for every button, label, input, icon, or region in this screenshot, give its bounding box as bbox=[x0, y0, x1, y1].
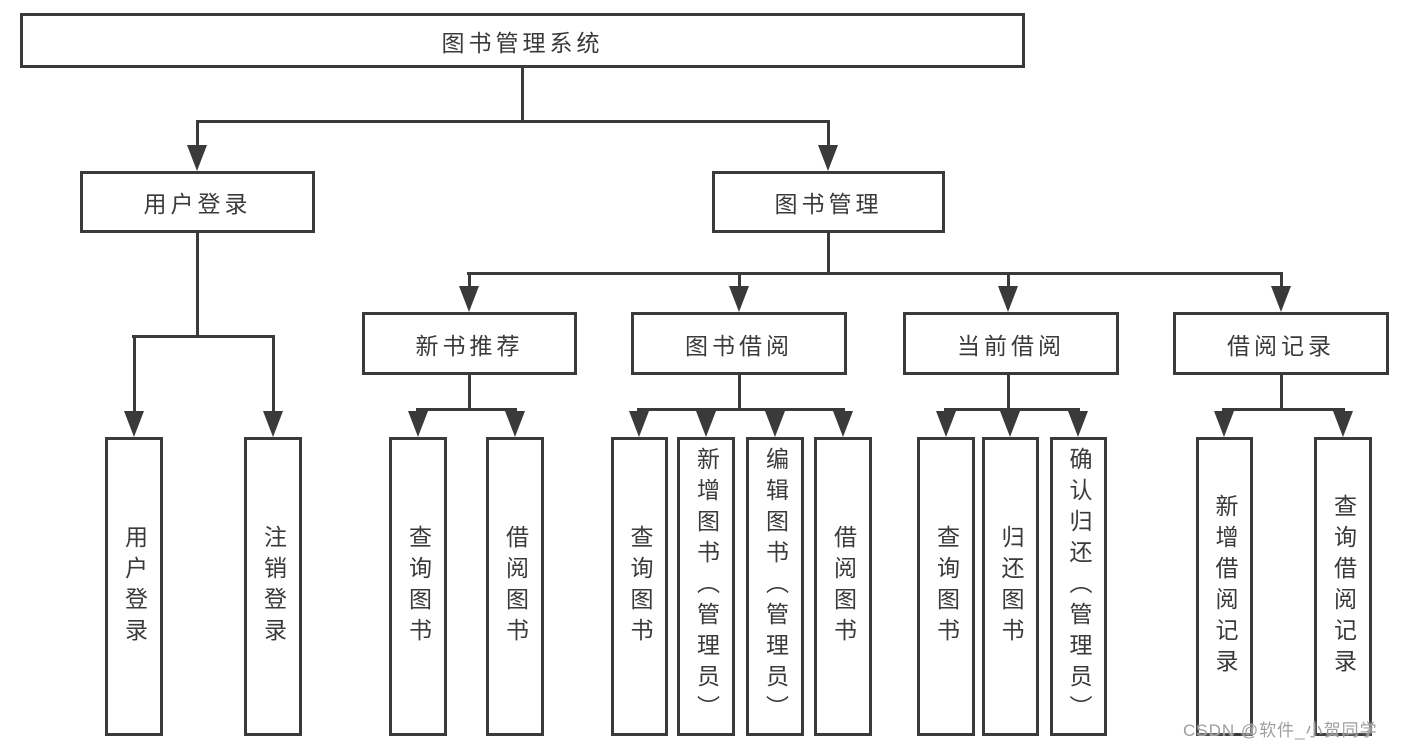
node-book-borrowing: 图书借阅 bbox=[631, 312, 847, 375]
node-user-login: 用户登录 bbox=[80, 171, 315, 233]
connector-line bbox=[416, 408, 517, 411]
connector-line bbox=[468, 272, 471, 288]
connector-line bbox=[133, 335, 136, 413]
arrowhead-down-icon bbox=[765, 411, 785, 437]
connector-line bbox=[738, 374, 741, 411]
connector-line bbox=[1280, 272, 1283, 288]
arrowhead-down-icon bbox=[1333, 411, 1353, 437]
leaf-add-book-admin: 新增图书（管理员） bbox=[677, 437, 735, 736]
arrowhead-down-icon bbox=[936, 411, 956, 437]
connector-line bbox=[637, 408, 845, 411]
arrowhead-down-icon bbox=[1000, 411, 1020, 437]
leaf-query-books-3: 查询图书 bbox=[917, 437, 975, 736]
connector-line bbox=[738, 272, 741, 288]
connector-line bbox=[1007, 272, 1010, 288]
arrowhead-down-icon bbox=[696, 411, 716, 437]
leaf-return-book: 归还图书 bbox=[982, 437, 1039, 736]
arrowhead-down-icon bbox=[833, 411, 853, 437]
leaf-edit-book-admin: 编辑图书（管理员） bbox=[746, 437, 804, 736]
node-book-management: 图书管理 bbox=[712, 171, 945, 233]
leaf-borrow-books-2: 借阅图书 bbox=[814, 437, 872, 736]
leaf-add-borrow-record: 新增借阅记录 bbox=[1196, 437, 1253, 736]
connector-line bbox=[196, 233, 199, 338]
node-borrowing-records: 借阅记录 bbox=[1173, 312, 1389, 375]
connector-line bbox=[468, 374, 471, 411]
node-current-borrowing: 当前借阅 bbox=[903, 312, 1119, 375]
connector-line bbox=[827, 120, 830, 147]
arrowhead-down-icon bbox=[1068, 411, 1088, 437]
leaf-query-borrow-record: 查询借阅记录 bbox=[1314, 437, 1372, 736]
arrowhead-down-icon bbox=[1271, 286, 1291, 312]
connector-line bbox=[827, 233, 830, 275]
node-new-book-recommendation: 新书推荐 bbox=[362, 312, 577, 375]
connector-line bbox=[196, 120, 199, 147]
connector-line bbox=[1222, 408, 1345, 411]
leaf-logout: 注销登录 bbox=[244, 437, 302, 736]
connector-line bbox=[272, 335, 275, 413]
arrowhead-down-icon bbox=[1214, 411, 1234, 437]
arrowhead-down-icon bbox=[629, 411, 649, 437]
leaf-user-login: 用户登录 bbox=[105, 437, 163, 736]
leaf-confirm-return-admin: 确认归还（管理员） bbox=[1050, 437, 1107, 736]
connector-line bbox=[196, 120, 830, 123]
arrowhead-down-icon bbox=[124, 411, 144, 437]
connector-line bbox=[944, 408, 1080, 411]
connector-line bbox=[1007, 374, 1010, 411]
arrowhead-down-icon bbox=[187, 145, 207, 171]
arrowhead-down-icon bbox=[729, 286, 749, 312]
leaf-query-books-1: 查询图书 bbox=[389, 437, 447, 736]
arrowhead-down-icon bbox=[505, 411, 525, 437]
leaf-borrow-books-1: 借阅图书 bbox=[486, 437, 544, 736]
arrowhead-down-icon bbox=[408, 411, 428, 437]
arrowhead-down-icon bbox=[263, 411, 283, 437]
arrowhead-down-icon bbox=[459, 286, 479, 312]
connector-line bbox=[467, 272, 1283, 275]
arrowhead-down-icon bbox=[818, 145, 838, 171]
csdn-watermark: CSDN @软件_小贺同学 bbox=[1183, 721, 1378, 740]
connector-line bbox=[132, 335, 275, 338]
leaf-query-books-2: 查询图书 bbox=[611, 437, 668, 736]
arrowhead-down-icon bbox=[998, 286, 1018, 312]
node-library-management-system: 图书管理系统 bbox=[20, 13, 1025, 68]
connector-line bbox=[1280, 374, 1283, 411]
connector-line bbox=[521, 68, 524, 123]
